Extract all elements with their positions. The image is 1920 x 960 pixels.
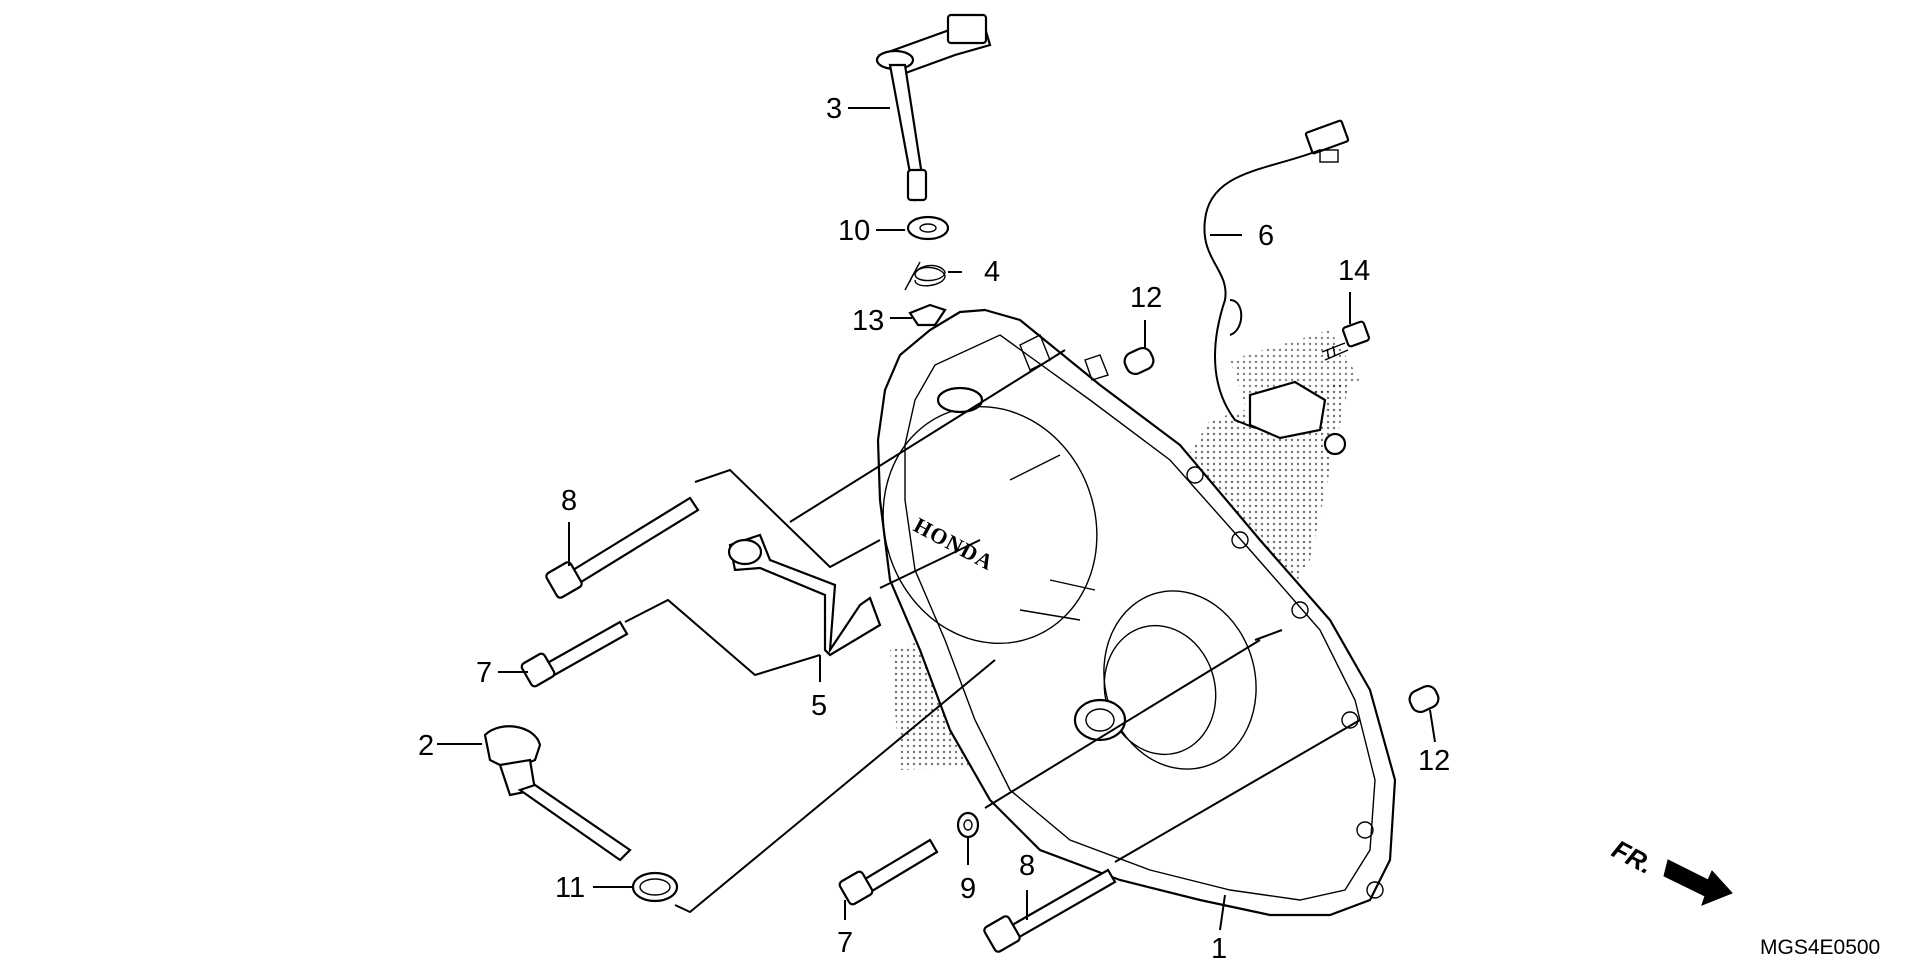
sensor-harness[interactable] xyxy=(1203,119,1350,456)
callout-2: 2 xyxy=(418,730,434,762)
callout-8-lower: 8 xyxy=(1019,850,1035,882)
front-label: FR. xyxy=(1607,834,1658,880)
bolt-8-lower[interactable] xyxy=(983,868,1117,953)
assembly-lines xyxy=(624,349,1361,914)
callout-14: 14 xyxy=(1338,255,1370,287)
callout-1: 1 xyxy=(1211,933,1227,960)
leader-lines xyxy=(437,107,1436,931)
shift-arm[interactable] xyxy=(875,13,992,202)
callout-7-lower: 7 xyxy=(837,927,853,959)
callout-6: 6 xyxy=(1258,220,1274,252)
callout-10: 10 xyxy=(838,215,870,247)
washer[interactable] xyxy=(908,303,947,327)
washer-9[interactable] xyxy=(956,811,980,839)
oil-seal[interactable] xyxy=(906,215,950,241)
diagram-code: MGS4E0500 xyxy=(1760,936,1880,959)
callout-3: 3 xyxy=(826,93,842,125)
bracket[interactable] xyxy=(727,533,882,657)
callout-12-upper: 12 xyxy=(1130,282,1162,314)
callout-9: 9 xyxy=(960,873,976,905)
o-ring[interactable] xyxy=(631,871,679,903)
oil-dipstick[interactable] xyxy=(483,725,632,862)
bolt-7-middle[interactable] xyxy=(520,620,629,688)
return-spring[interactable] xyxy=(904,261,946,291)
callout-labels: 3 10 4 13 12 6 14 8 7 5 2 11 9 8 7 1 12 xyxy=(418,93,1450,960)
front-arrow-icon xyxy=(1663,859,1733,906)
callout-7-middle: 7 xyxy=(476,657,492,689)
callout-4: 4 xyxy=(984,256,1000,288)
front-direction-marker: FR. xyxy=(1607,834,1733,906)
callout-8-upper: 8 xyxy=(561,485,577,517)
dowel-pin-lower[interactable] xyxy=(1407,683,1442,715)
crankcase-cover[interactable]: HONDA xyxy=(850,308,1397,917)
callout-13: 13 xyxy=(852,305,884,337)
bolt-14[interactable] xyxy=(1321,320,1371,361)
callout-12-lower: 12 xyxy=(1418,745,1450,777)
callout-5: 5 xyxy=(811,690,827,722)
dowel-pin-upper[interactable] xyxy=(1122,345,1157,377)
bolt-8-upper[interactable] xyxy=(545,496,700,599)
callout-11: 11 xyxy=(555,872,585,904)
bolt-7-lower[interactable] xyxy=(838,838,939,906)
